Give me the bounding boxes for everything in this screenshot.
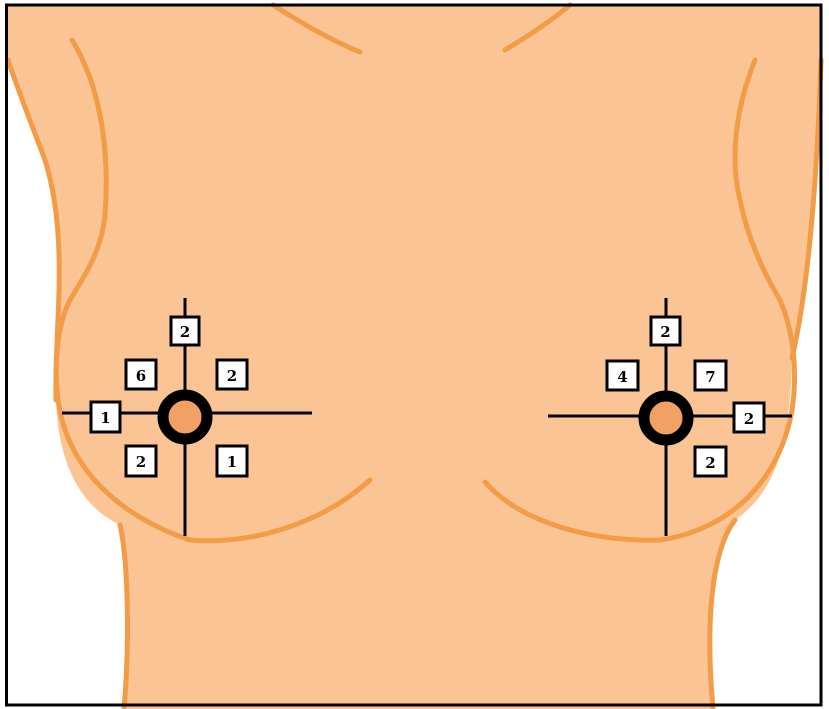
right-count-outer-label: 2: [744, 410, 754, 428]
crosshair-ring-icon: [644, 396, 688, 440]
right-count-top: 2: [651, 317, 680, 345]
left-count-upper-outer-label: 6: [136, 367, 146, 385]
left-count-outer-label: 1: [100, 409, 110, 427]
right-count-lower-outer-label: 2: [705, 454, 715, 472]
left-count-upper-outer: 6: [126, 360, 156, 389]
left-count-lower-inner-label: 1: [227, 453, 237, 471]
right-count-upper-outer: 7: [695, 361, 726, 390]
right-count-lower-outer: 2: [695, 447, 726, 476]
left-count-outer: 1: [91, 402, 120, 432]
left-count-lower-outer-label: 2: [136, 453, 146, 471]
left-count-lower-inner: 1: [217, 446, 247, 476]
left-count-upper-inner-label: 2: [227, 367, 237, 385]
left-count-top: 2: [171, 317, 199, 345]
right-count-upper-inner-label: 4: [617, 368, 627, 386]
left-count-upper-inner: 2: [217, 360, 247, 389]
left-count-lower-outer: 2: [126, 446, 156, 476]
right-count-upper-outer-label: 7: [705, 368, 715, 386]
left-count-top-label: 2: [180, 323, 190, 341]
crosshair-ring-icon: [163, 395, 207, 439]
torso-silhouette: [8, 5, 821, 709]
right-count-upper-inner: 4: [607, 361, 638, 390]
right-count-outer: 2: [734, 403, 764, 432]
right-count-top-label: 2: [660, 323, 670, 341]
